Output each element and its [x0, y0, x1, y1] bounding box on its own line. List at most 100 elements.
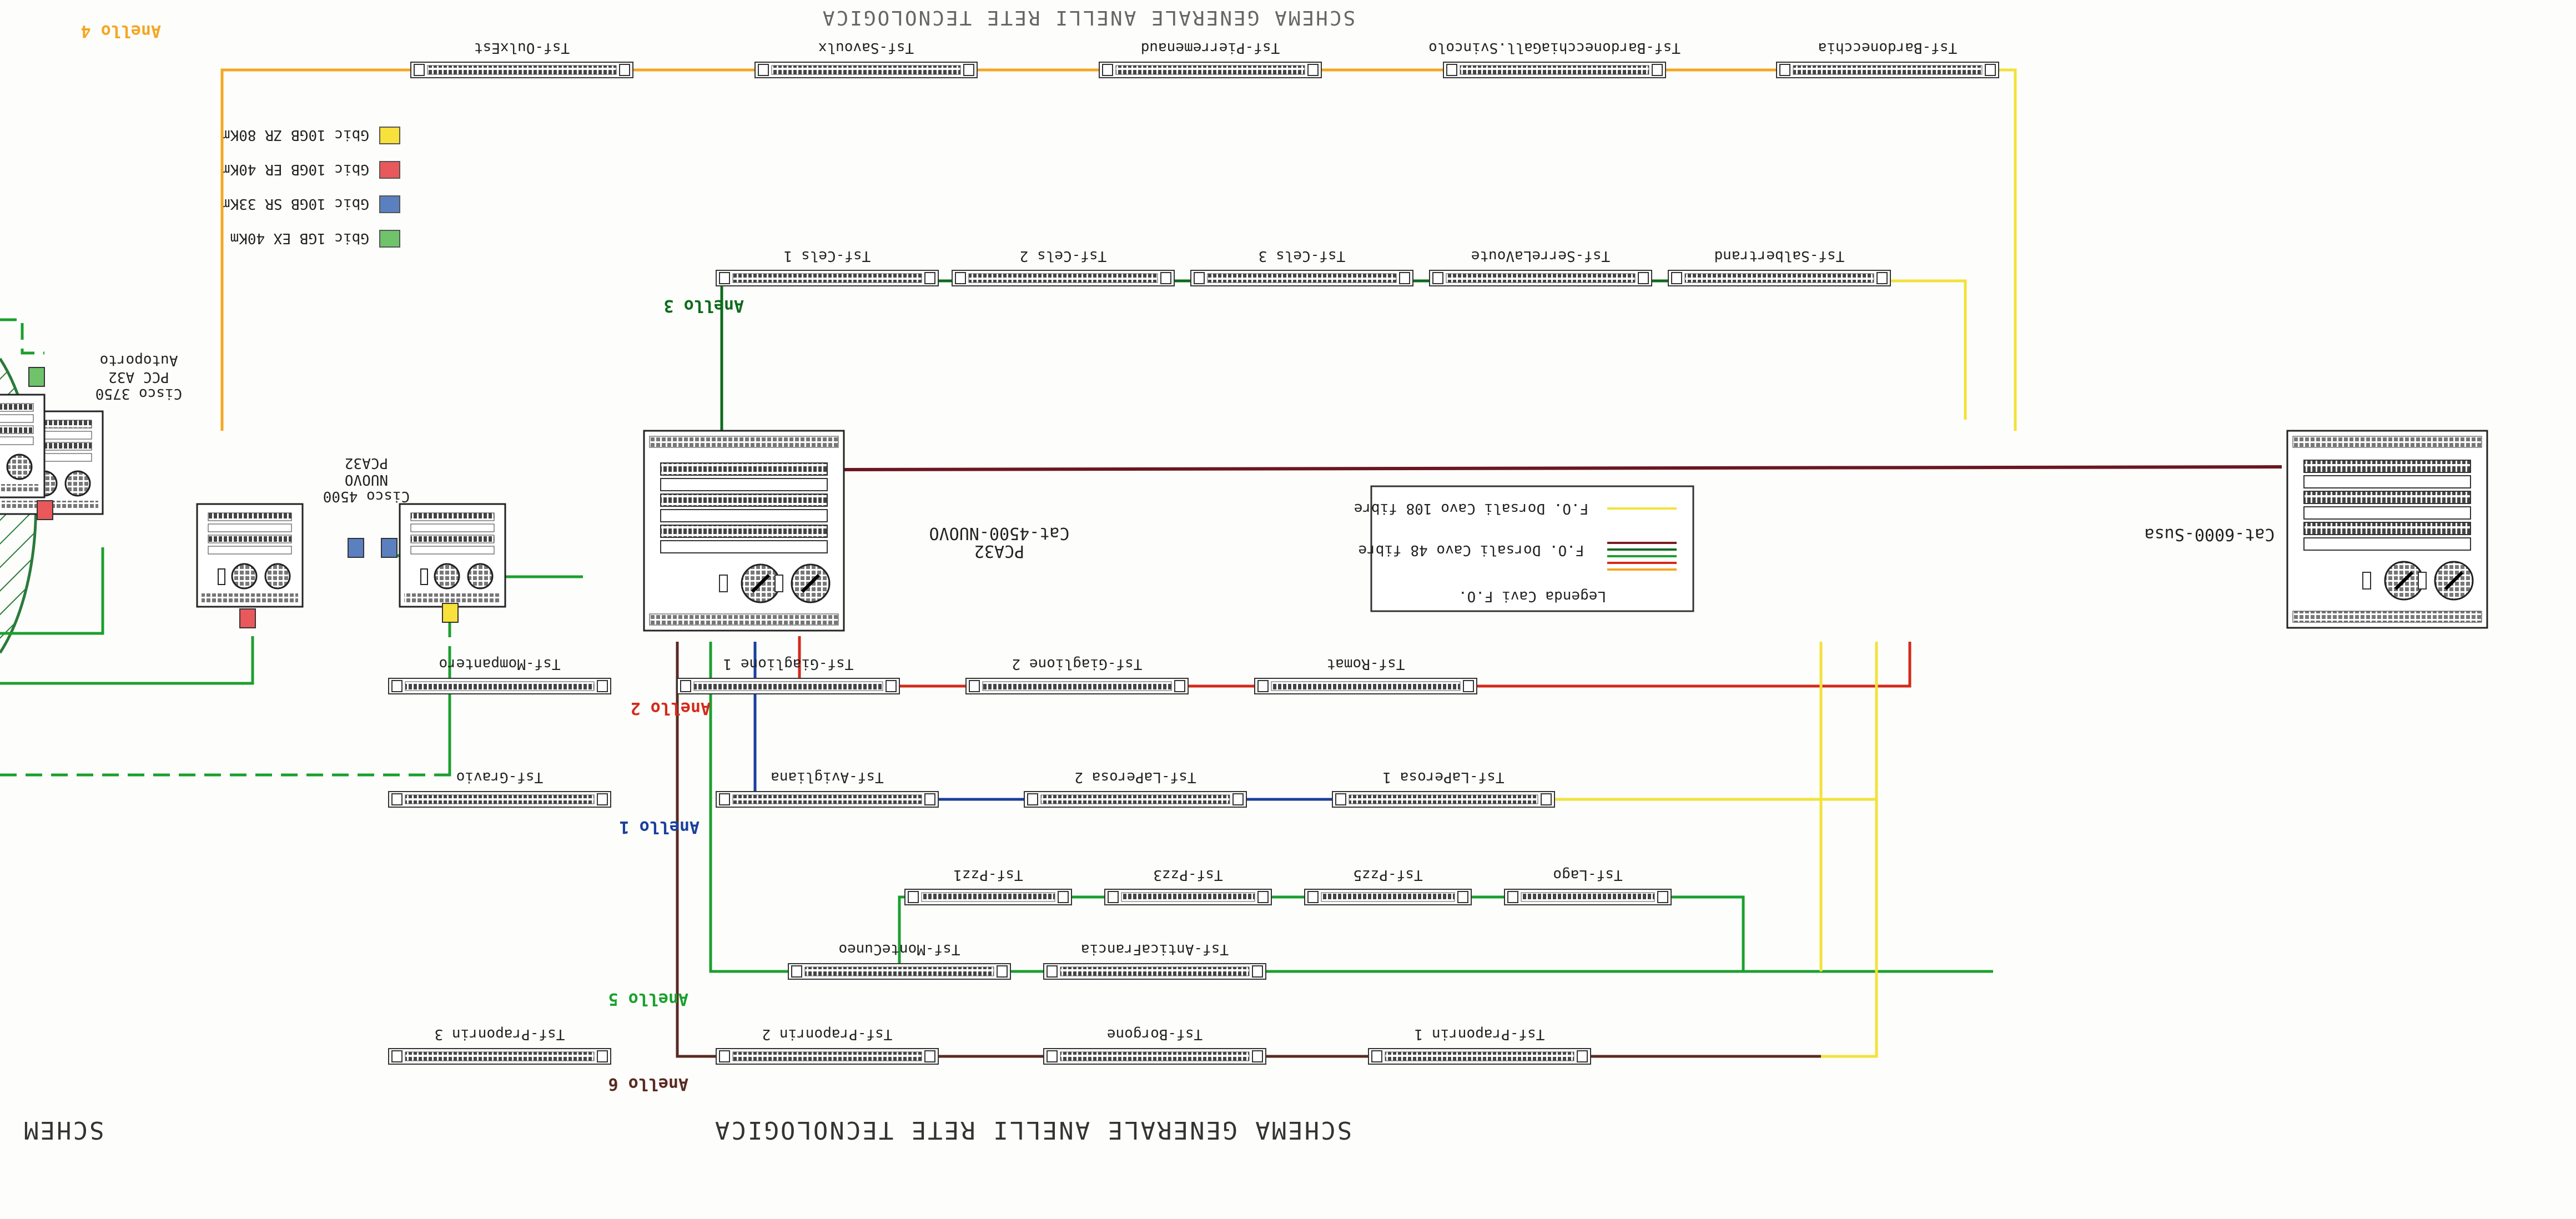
node-label: Tsf-Lago — [1553, 867, 1622, 883]
gbic-module — [37, 500, 53, 520]
node-label: Tsf-Praponrin 3 — [435, 1026, 565, 1042]
node-label: Tsf-Savoulx — [818, 39, 914, 56]
legend-row1-label: F.O. Dorsali Cavo 108 fibre — [1354, 500, 1589, 517]
node-label: Tsf-Romat — [1327, 656, 1405, 672]
ring-labels: Anello 4 Anello 3 Anello 2 Anello 1 Anello 5… — [81, 21, 744, 1094]
node-r2-1: Tsf-Giaglione 1 — [677, 656, 900, 694]
ring-label-r6: Anello 6 — [608, 1074, 689, 1094]
cisco-autoporto-line3: Autoporto — [100, 352, 178, 369]
diagram-title: SCHEMA GENERALE ANELLI RETE TECNOLOGICA — [713, 1116, 1352, 1144]
node-r5-4: Tsf-Lago — [1504, 867, 1672, 905]
node-label: Tsf-Borgone — [1107, 1026, 1203, 1042]
node-label: Tsf-Salbertrand — [1714, 248, 1845, 264]
legend-row2-label: F.O. Dorsali Cavo 48 fibre — [1359, 542, 1584, 558]
node-label: Tsf-Pzz3 — [1153, 867, 1222, 883]
node-r5-2: Tsf-Pzz3 — [1104, 867, 1272, 905]
cisco-nuovo-line3: PCA32 — [345, 455, 388, 471]
node-r6-1: Tsf-Praponrin 2 — [716, 1026, 939, 1065]
gbic-legend-swatch — [379, 230, 400, 248]
node-r2-0: Tsf-Mompantero — [388, 656, 611, 694]
cisco-autoporto-line1: Cisco 3750 — [95, 385, 183, 402]
gbic-module — [28, 367, 45, 387]
core-left-name: Cat-4500-NUOVO — [929, 523, 1070, 543]
node-r1-3: Tsf-LaPerosa 1 — [1332, 769, 1555, 808]
core-left-sub: PCA32 — [974, 541, 1024, 561]
fiber-legend: Legenda Cavi F.O. F.O. Dorsali Cavo 48 f… — [1354, 485, 1694, 612]
node-r6-0: Tsf-Praponrin 3 — [388, 1026, 611, 1065]
node-label: Tsf-Cels 1 — [784, 248, 871, 264]
node-label: Tsf-Gravio — [456, 769, 544, 785]
node-r4-4: Tsf-Bardonecchia — [1776, 39, 1999, 78]
legend-title: Legenda Cavi F.O. — [1458, 588, 1606, 605]
node-label: Tsf-AnticaFrancia — [1081, 941, 1229, 958]
cisco-nuovo-label: Cisco 4500 NUOVO PCA32 — [323, 455, 410, 505]
edge-switches — [0, 367, 506, 628]
gbic-module — [381, 538, 398, 558]
node-r3-2: Tsf-Cels 3 — [1190, 248, 1413, 286]
gbic-module — [239, 608, 256, 628]
cisco-autoporto-line2: PCC A32 — [108, 369, 169, 385]
node-r2-3: Tsf-Romat — [1254, 656, 1477, 694]
node-label: Tsf-Praponrin 2 — [762, 1026, 893, 1042]
core-right-name: Cat-6000-Susa — [2145, 525, 2275, 544]
ring-label-r5: Anello 5 — [608, 989, 689, 1009]
node-label: Tsf-Cels 3 — [1259, 248, 1346, 264]
gbic-legend-swatch — [379, 161, 400, 179]
node-r5-3: Tsf-Pzz5 — [1304, 867, 1472, 905]
node-r4-3: Tsf-BardonecchiaGall.Svincolo — [1428, 39, 1681, 78]
node-r3-1: Tsf-Cels 2 — [952, 248, 1175, 286]
node-label: Tsf-MonteCuneo — [838, 941, 960, 958]
node-r4-2: Tsf-Pierremenaud — [1099, 39, 1322, 78]
node-r4-0: Tsf-OulxEst — [410, 39, 633, 78]
cisco-nuovo-switch — [399, 503, 506, 608]
gbic-legend-label: Gbic 10GB SR 33Km — [222, 195, 369, 212]
core-left-chassis — [643, 430, 845, 632]
node-label: Tsf-Bardonecchia — [1818, 39, 1957, 56]
node-r6-2: Tsf-Borgone — [1043, 1026, 1266, 1065]
gbic-legend-swatch — [379, 127, 400, 144]
node-r3-0: Tsf-Cels 1 — [716, 248, 939, 286]
ring-label-r2: Anello 2 — [631, 698, 711, 718]
ring-label-r1: Anello 1 — [620, 817, 700, 837]
node-r2-2: Tsf-Giaglione 2 — [965, 656, 1189, 694]
gbic-module — [442, 603, 459, 623]
gbic-legend-label: Gbic 10GB ZR 80Km — [222, 127, 369, 143]
node-label: Tsf-BardonecchiaGall.Svincolo — [1428, 39, 1681, 56]
node-r1-0: Tsf-Gravio — [388, 769, 611, 808]
core-switches — [643, 430, 2488, 632]
node-label: Tsf-Pzz5 — [1353, 867, 1422, 883]
node-r5-0: Tsf-MonteCuneo — [788, 941, 1011, 980]
left-title-fragment: SCHEM — [22, 1116, 104, 1144]
node-label: Tsf-Cels 2 — [1020, 248, 1107, 264]
gbic-module — [348, 538, 364, 558]
node-r5-1: Tsf-Pzz1 — [904, 867, 1072, 905]
node-r3-4: Tsf-Salbertrand — [1668, 248, 1891, 286]
node-r3-3: Tsf-SerreLaVoute — [1429, 248, 1652, 286]
node-r6-3: Tsf-Praponrin 1 — [1368, 1026, 1591, 1065]
cisco-nuovo-line2: NUOVO — [345, 471, 388, 488]
node-label: Tsf-Pierremenaud — [1141, 39, 1280, 56]
node-label: Tsf-LaPerosa 1 — [1382, 769, 1504, 785]
ring-label-r4: Anello 4 — [81, 21, 162, 41]
top-title-fragment: SCHEMA GENERALE ANELLI RETE TECNOLOGICA — [821, 6, 1355, 29]
cisco-nuovo-line1: Cisco 4500 — [323, 488, 410, 505]
node-label: Tsf-Mompantero — [439, 656, 560, 672]
cisco-4500-switch-a — [196, 503, 304, 608]
cisco-autoporto-label: Cisco 3750 PCC A32 Autoporto — [95, 352, 183, 402]
node-r1-1: Tsf-Avigliana — [716, 769, 939, 808]
node-label: Tsf-Giaglione 2 — [1012, 656, 1143, 672]
cisco-3750-switch-b — [0, 394, 46, 498]
node-label: Tsf-Avigliana — [771, 769, 884, 785]
ring-label-r3: Anello 3 — [664, 296, 744, 315]
gbic-legend-label: Gbic 1GB EX 40Km — [230, 230, 369, 246]
gbic-legend-swatch — [379, 195, 400, 213]
node-r5-5: Tsf-AnticaFrancia — [1043, 941, 1266, 980]
node-label: Tsf-Giaglione 1 — [723, 656, 854, 672]
node-label: Tsf-Praponrin 1 — [1415, 1026, 1545, 1042]
node-r1-2: Tsf-LaPerosa 2 — [1024, 769, 1247, 808]
